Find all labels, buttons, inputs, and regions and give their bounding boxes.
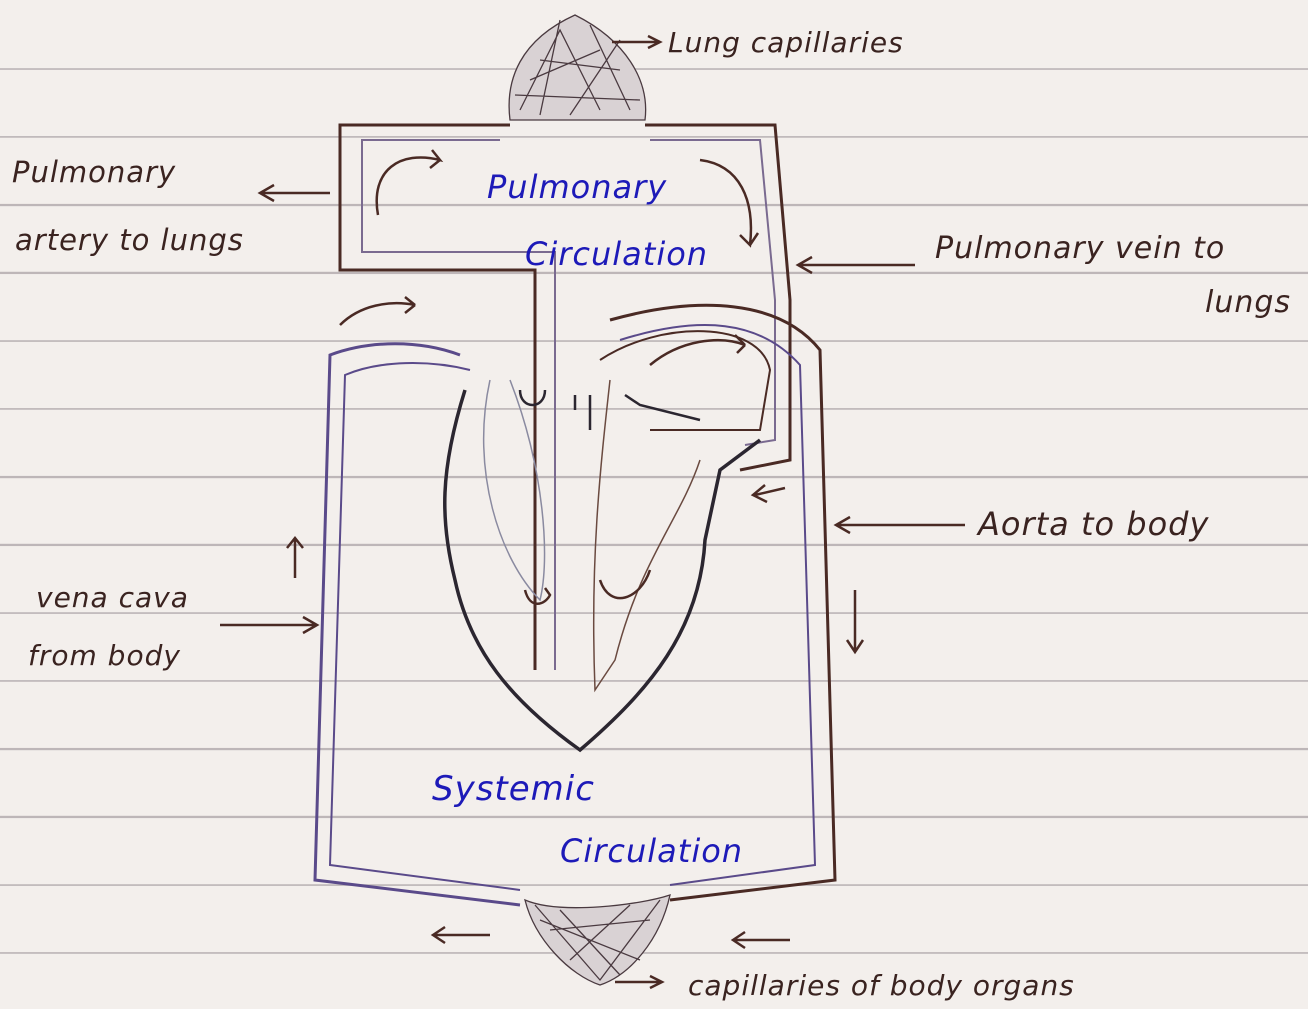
vena-cava-label-line2: from body [28, 639, 181, 672]
body-capillaries-graphic [525, 895, 670, 985]
systemic-circulation-title-line2: Circulation [560, 832, 743, 870]
pulmonary-circulation-title-line1: Pulmonary [487, 168, 667, 206]
body-capillaries-label: capillaries of body organs [688, 969, 1075, 1002]
pulmonary-loop [340, 125, 790, 670]
aorta-label: Aorta to body [976, 505, 1209, 543]
pulmonary-vein-label-line2: lungs [1205, 285, 1291, 320]
lung-capillaries-graphic [509, 15, 646, 120]
heart-graphic [445, 380, 760, 750]
pulmonary-artery-label-line2: artery to lungs [15, 223, 244, 257]
pulmonary-artery-label-line1: Pulmonary [12, 155, 176, 189]
vena-cava-label-line1: vena cava [36, 581, 189, 614]
pulmonary-vein-label-line1: Pulmonary vein to [935, 231, 1225, 266]
systemic-circulation-title-line1: Systemic [432, 769, 595, 809]
pulmonary-circulation-title-line2: Circulation [525, 235, 708, 273]
lung-capillaries-label: Lung capillaries [668, 26, 904, 59]
